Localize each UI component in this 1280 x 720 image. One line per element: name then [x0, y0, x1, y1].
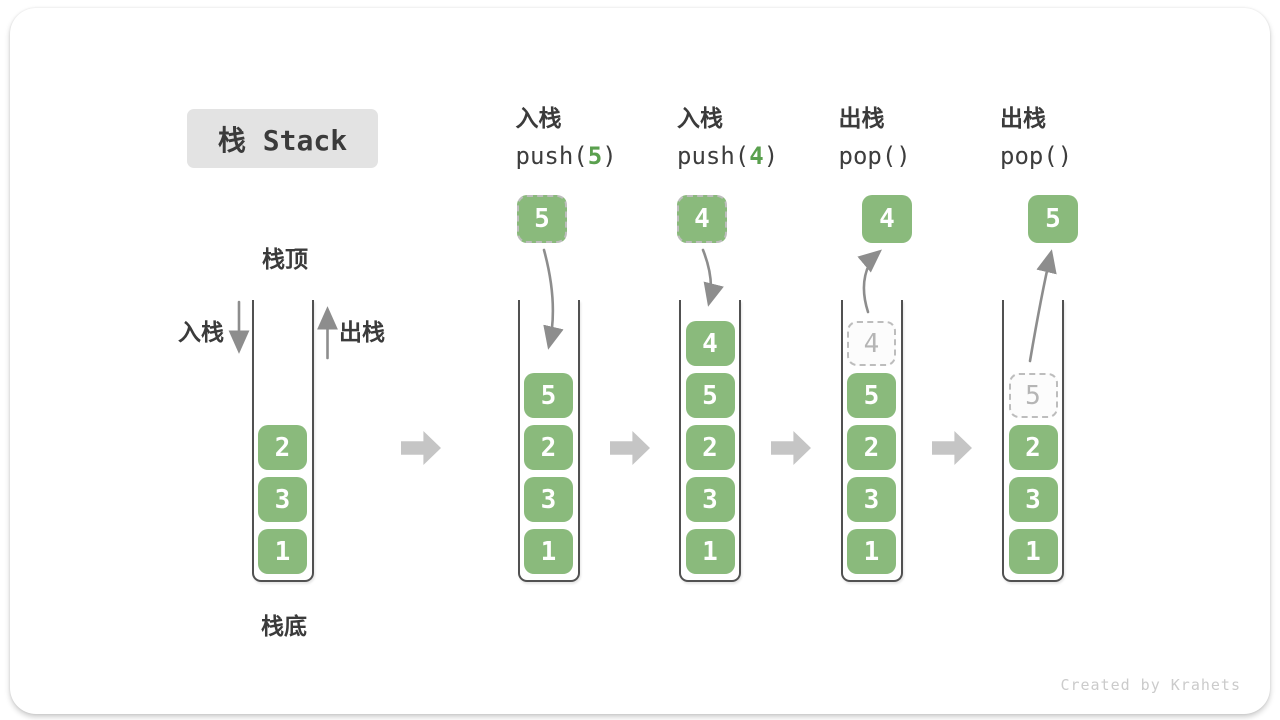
- stack-cell: 3: [1008, 477, 1058, 522]
- floating-element-pop-4: 4: [862, 195, 912, 243]
- column-header-pop-5: 出栈 pop(): [1000, 105, 1160, 169]
- code-text: push(: [515, 142, 588, 170]
- stack-cell: 3: [685, 477, 735, 522]
- column-header-operation-zh: 出栈: [1000, 105, 1046, 131]
- diagram-title: 栈 Stack: [187, 109, 378, 168]
- code-text: pop(): [838, 142, 911, 170]
- stack-container-push-4: [679, 300, 741, 582]
- stack-container-pop-5: [1002, 300, 1064, 582]
- stack-cell: 3: [524, 477, 573, 522]
- stack-cell-ghost: 4: [847, 321, 896, 366]
- stack-cell: 1: [847, 529, 896, 574]
- code-argument: 4: [749, 142, 764, 170]
- stack-container-push-5: [517, 300, 580, 582]
- floating-element-push-4: 4: [677, 195, 727, 243]
- stack-cell: 2: [258, 425, 307, 470]
- stack-cell: 2: [1008, 425, 1058, 470]
- stack-cell: 5: [685, 373, 735, 418]
- stack-cell: 1: [258, 529, 307, 574]
- column-header-push-5: 入栈 push(5): [515, 105, 676, 169]
- stack-cell: 4: [685, 321, 735, 366]
- stack-cell: 1: [1008, 529, 1058, 574]
- stack-cell: 5: [847, 373, 896, 418]
- stack-cell: 3: [847, 477, 896, 522]
- stack-cell: 5: [524, 373, 573, 418]
- code-text: ): [602, 142, 617, 170]
- stack-cell: 3: [258, 477, 307, 522]
- stack-cell: 1: [685, 529, 735, 574]
- stack-cell: 1: [524, 529, 573, 574]
- stack-cell: 2: [847, 425, 896, 470]
- stack-container-initial: [251, 300, 314, 582]
- column-header-code: push(5): [516, 144, 676, 168]
- column-header-code: push(4): [677, 144, 837, 168]
- floating-element-pop-5: 5: [1028, 195, 1078, 243]
- column-header-operation-zh: 入栈: [677, 105, 723, 131]
- watermark: Created by Krahets: [1060, 676, 1241, 694]
- stack-cell-ghost: 5: [1008, 373, 1058, 418]
- stack-container-pop-4: [840, 300, 903, 582]
- push-side-label: 入栈: [178, 319, 224, 345]
- code-argument: 5: [587, 142, 603, 170]
- stack-bottom-label: 栈底: [261, 613, 307, 639]
- column-header-pop-4: 出栈 pop(): [838, 105, 999, 169]
- column-header-operation-zh: 出栈: [838, 105, 885, 131]
- code-text: push(: [677, 142, 750, 170]
- column-header-push-4: 入栈 push(4): [677, 105, 837, 169]
- code-text: ): [763, 142, 779, 170]
- column-header-code: pop(): [839, 144, 999, 168]
- code-text: pop(): [1000, 142, 1073, 170]
- stack-cell: 2: [685, 425, 735, 470]
- floating-element-push-5: 5: [517, 195, 567, 243]
- pop-side-label: 出栈: [339, 319, 385, 345]
- column-header-code: pop(): [1000, 144, 1160, 168]
- stack-cell: 2: [524, 425, 573, 470]
- stack-top-label: 栈顶: [262, 246, 308, 272]
- column-header-operation-zh: 入栈: [515, 105, 562, 131]
